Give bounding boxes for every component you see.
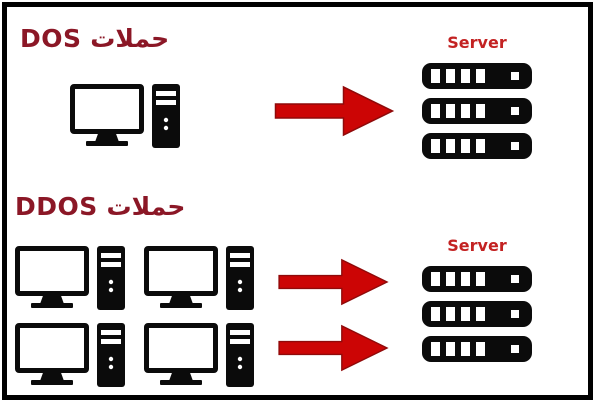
attack-arrow-icon (275, 324, 392, 372)
server-rack-icon (422, 266, 532, 362)
dos-section-title: حملات DOS (20, 24, 170, 53)
dos-server-label: Server (447, 33, 507, 52)
attack-arrow-icon (275, 258, 392, 306)
desktop-computer-icon (143, 246, 255, 310)
desktop-computer-icon (14, 246, 126, 310)
ddos-server-label: Server (447, 236, 507, 255)
desktop-computer-icon (143, 323, 255, 387)
attack-arrow-icon (274, 85, 395, 137)
desktop-computer-icon (14, 323, 126, 387)
desktop-computer-icon (70, 84, 180, 148)
ddos-section-title: حملات DDOS (15, 192, 186, 221)
server-rack-icon (422, 63, 532, 159)
